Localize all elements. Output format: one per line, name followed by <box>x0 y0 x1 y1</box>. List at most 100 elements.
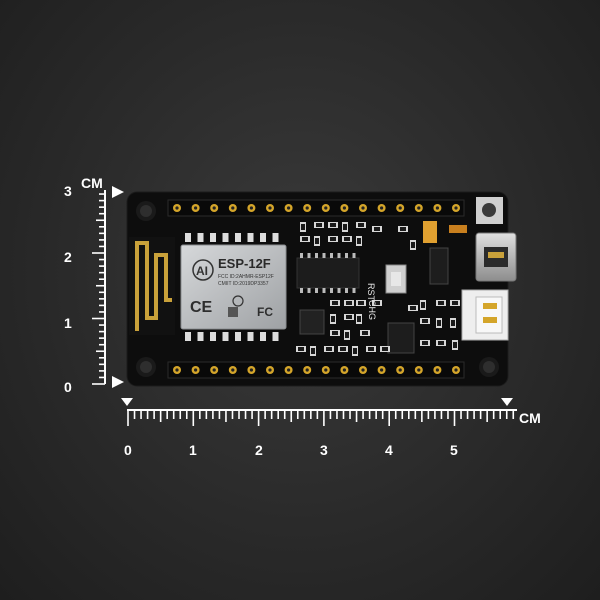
fcc-mark: FC <box>257 305 273 319</box>
header-pin-hole <box>361 368 365 372</box>
ruler-label-h1: 1 <box>189 442 197 458</box>
smd-body <box>422 341 428 345</box>
smd-body <box>315 238 319 244</box>
pin-header-bottom <box>167 361 465 379</box>
header-pin-hole <box>324 368 328 372</box>
pcb-antenna <box>129 237 175 335</box>
smd-body <box>368 347 374 351</box>
header-pin-hole <box>194 206 198 210</box>
header-pin-hole <box>417 368 421 372</box>
ruler-unit-horizontal: CM <box>519 410 541 426</box>
header-pin-hole <box>175 206 179 210</box>
header-pin-hole <box>268 368 272 372</box>
ce-mark: CE <box>190 299 213 316</box>
module-cmiit-id: CMIIT ID:2019DP3357 <box>218 281 269 287</box>
smd-body <box>302 237 308 241</box>
micro-usb-port[interactable] <box>475 232 517 282</box>
header-pin-hole <box>435 368 439 372</box>
smd-body <box>344 237 350 241</box>
chip-pin <box>330 288 333 293</box>
reset-button[interactable] <box>385 264 407 294</box>
ruler-label-v2: 2 <box>64 249 72 265</box>
header-pin-hole <box>398 368 402 372</box>
smd-body <box>438 301 444 305</box>
smd-body <box>374 227 380 231</box>
chip-pin <box>315 253 318 258</box>
ruler-pointer-icon <box>121 398 133 406</box>
ruler-pointer-icon <box>112 186 124 198</box>
chip-pin <box>322 253 326 258</box>
header-pin-hole <box>249 206 253 210</box>
smd-body <box>400 227 406 231</box>
smd-body <box>332 301 338 305</box>
header-pin-hole <box>212 368 216 372</box>
ruler-pointer-icon <box>501 398 513 406</box>
header-pin-hole <box>287 368 291 372</box>
module-fcc-id: FCC ID:2AHMR-ESP12F <box>218 274 274 280</box>
smd-body <box>410 306 416 310</box>
smd-body <box>353 348 357 354</box>
module-pad <box>260 332 266 341</box>
smd-body <box>362 331 368 335</box>
chip-pin <box>322 288 326 293</box>
charge-chip <box>387 322 415 354</box>
module-pad <box>210 233 216 242</box>
ruler-unit-vertical: CM <box>81 175 103 191</box>
smd-body <box>316 223 322 227</box>
chip-pin <box>345 288 348 293</box>
header-pin-hole <box>231 206 235 210</box>
header-pin-hole <box>268 206 272 210</box>
module-pad <box>197 332 204 341</box>
chip-pin <box>300 253 303 258</box>
module-pad <box>185 233 191 242</box>
mounting-hole-icon <box>136 201 156 221</box>
module-pad <box>222 233 229 242</box>
mounting-hole-icon <box>476 197 503 224</box>
header-pin-hole <box>454 206 458 210</box>
ruler-label-h3: 3 <box>320 442 328 458</box>
module-pad <box>222 332 229 341</box>
ruler-label-h0: 0 <box>124 442 132 458</box>
header-pin-hole <box>305 368 309 372</box>
header-pin-hole <box>454 368 458 372</box>
module-pad <box>210 332 216 341</box>
ruler-label-v3: 3 <box>64 183 72 199</box>
battery-connector[interactable] <box>461 289 509 341</box>
header-pin-hole <box>287 206 291 210</box>
header-pin-hole <box>175 368 179 372</box>
smd-body <box>345 332 349 338</box>
header-pin-hole <box>417 206 421 210</box>
chip-pin <box>307 253 311 258</box>
mounting-hole-icon <box>479 357 499 377</box>
chip-pin <box>352 288 356 293</box>
module-pad <box>247 233 254 242</box>
chip-pin <box>352 253 356 258</box>
chip-pin <box>345 253 348 258</box>
reset-label: RST <box>366 283 376 302</box>
header-pin-hole <box>435 206 439 210</box>
header-pin-hole <box>231 368 235 372</box>
header-pin-hole <box>380 368 384 372</box>
smd-body <box>346 315 352 319</box>
module-pad <box>247 332 254 341</box>
header-pin-hole <box>398 206 402 210</box>
smd-body <box>437 320 441 326</box>
chip-pin <box>337 288 341 293</box>
module-pad <box>185 332 191 341</box>
chip-pin <box>307 288 311 293</box>
smd-body <box>330 237 336 241</box>
module-logo: AI <box>196 264 208 278</box>
recycle-icon <box>232 295 244 307</box>
smd-body <box>452 301 458 305</box>
module-pad <box>235 332 241 341</box>
module-name: ESP-12F <box>218 256 271 271</box>
esp-module: AI ESP-12F FCC ID:2AHMR-ESP12F CMIIT ID:… <box>180 244 287 330</box>
vertical-ruler: CM 0 1 2 3 <box>64 175 124 395</box>
chip-pin <box>330 253 333 258</box>
module-pad <box>197 233 204 242</box>
smd-body <box>411 242 415 248</box>
module-pad <box>235 233 241 242</box>
chip-pin <box>315 288 318 293</box>
smd-body <box>451 320 455 326</box>
module-pad <box>272 332 279 341</box>
